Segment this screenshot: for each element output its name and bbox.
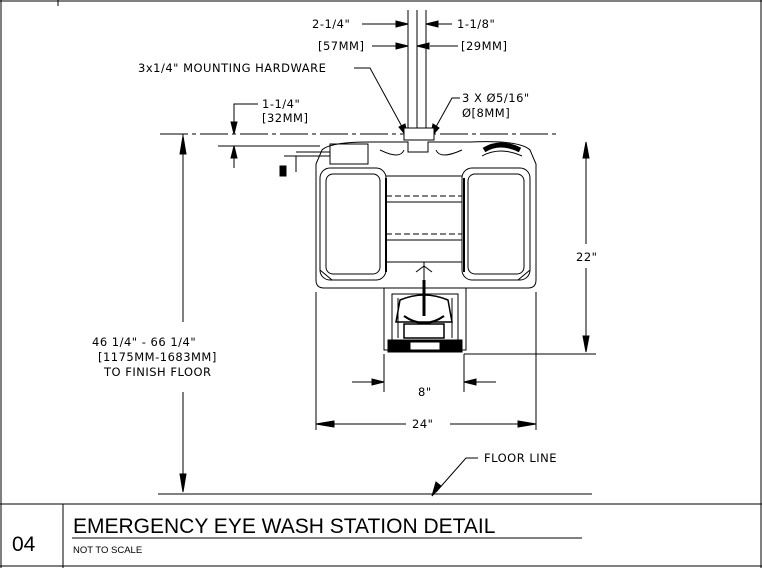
mount-height-label-1: 46 1/4" - 66 1/4" [92,335,196,349]
height-dimension [464,141,596,355]
mount-height-label-3: TO FINISH FLOOR [103,365,212,379]
mounting-hardware-leader [354,67,409,139]
pipe-width-dimension [362,20,458,50]
pipe-right-width-mm-label: [29MM] [461,39,507,53]
basin-width-label: 8" [418,385,432,399]
mounting-height-dimension [179,134,187,493]
pipe-left-width-mm-label: [57MM] [318,39,364,53]
height-label: 22" [576,250,597,264]
basin-width-dimension [352,354,496,392]
pipe-left-width-label: 2-1/4" [312,17,350,31]
pipe-right-width-label: 1-1/8" [457,17,495,31]
overall-width-dimension [315,292,537,430]
mounting-hardware-label: 3x1/4" MOUNTING HARDWARE [138,61,326,75]
mount-height-label-2: [1175MM-1683MM] [98,350,217,364]
overall-width-label: 24" [412,417,433,431]
holes-label: 3 X Ø5/16" [462,91,530,105]
supply-pipe [407,10,427,128]
holes-mm-label: Ø[8MM] [462,106,510,120]
offset-mm-label: [32MM] [262,111,308,125]
offset-dimension [218,103,320,168]
drawing-subtitle: NOT TO SCALE [73,545,142,556]
eye-wash-station [279,127,537,353]
offset-label: 1-1/4" [262,97,300,111]
drawing-number: 04 [12,533,36,556]
floor-line [158,457,592,497]
drawing-title: EMERGENCY EYE WASH STATION DETAIL [73,515,495,538]
floor-line-label: FLOOR LINE [484,451,557,465]
